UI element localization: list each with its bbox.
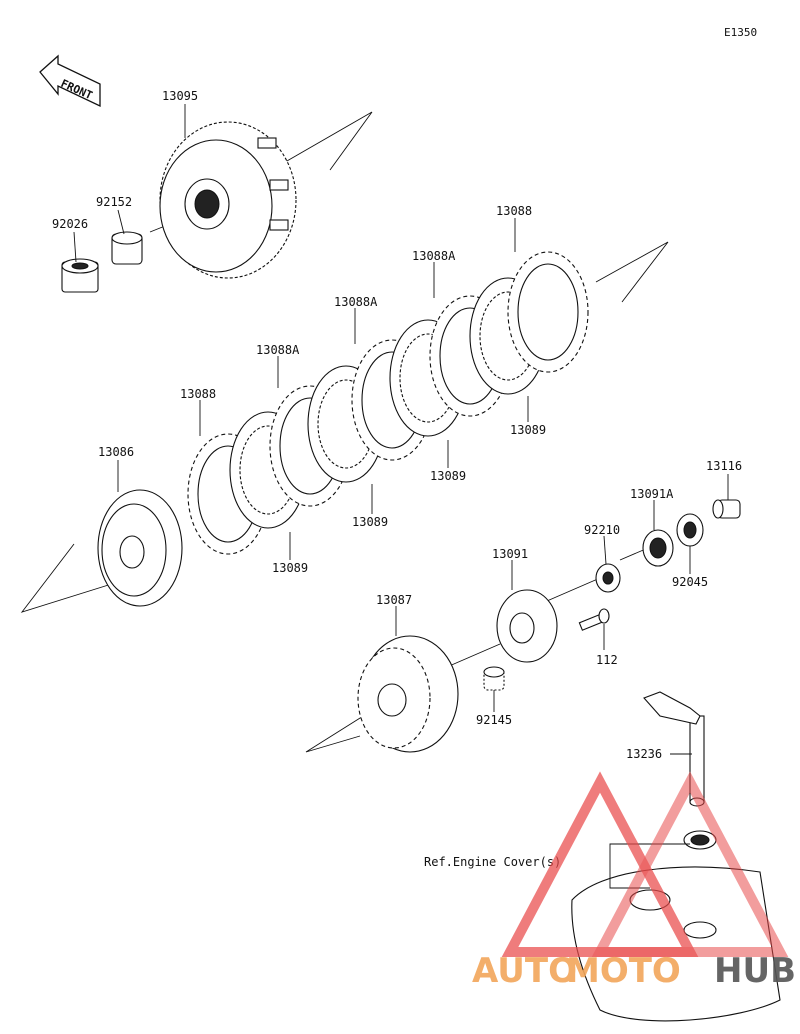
part-label-112: 112 — [596, 653, 618, 667]
part-label-13088a-3: 13088A — [256, 343, 300, 357]
diagram-code: E1350 — [724, 26, 757, 39]
part-label-13089-2: 13089 — [430, 469, 466, 483]
clutch-housing-13095 — [159, 121, 297, 279]
bolt-112 — [578, 608, 610, 631]
clutch-plate-stack — [187, 251, 589, 555]
bearing-92045 — [676, 513, 704, 547]
watermark-hub: HUB — [714, 951, 796, 991]
part-label-13088a-1: 13088A — [412, 249, 456, 263]
front-arrow-icon: FRONT — [39, 54, 101, 108]
part-label-13236: 13236 — [626, 747, 662, 761]
part-label-13087: 13087 — [376, 593, 412, 607]
part-label-13086: 13086 — [98, 445, 134, 459]
spacer-92026 — [61, 258, 99, 293]
part-label-13088a-2: 13088A — [334, 295, 378, 309]
part-label-13088-top: 13088 — [496, 204, 532, 218]
nut-92210 — [595, 563, 621, 593]
part-label-13089-4: 13089 — [272, 561, 308, 575]
oil-seal — [683, 830, 717, 850]
watermark-auto: AUTO — [472, 951, 577, 991]
sleeve-92152 — [111, 231, 143, 265]
part-label-13095: 13095 — [162, 89, 198, 103]
part-label-92210: 92210 — [584, 523, 620, 537]
part-labels: 13095 92152 92026 13088 13088A 13088A 13… — [52, 89, 742, 869]
pressure-plate-13086 — [97, 489, 183, 607]
part-label-13088-left: 13088 — [180, 387, 216, 401]
clutch-hub-13087 — [357, 635, 459, 753]
part-label-13116: 13116 — [706, 459, 742, 473]
part-label-13091a: 13091A — [630, 487, 674, 501]
part-label-92145: 92145 — [476, 713, 512, 727]
part-label-13089-1: 13089 — [510, 423, 546, 437]
watermark-moto: MOTO — [566, 951, 681, 991]
ref-engine-cover-label: Ref.Engine Cover(s) — [424, 855, 561, 869]
leader-lines — [73, 104, 729, 889]
lifter-plate-13091 — [496, 589, 558, 663]
part-label-92045: 92045 — [672, 575, 708, 589]
part-label-92152: 92152 — [96, 195, 132, 209]
part-label-92026: 92026 — [52, 217, 88, 231]
spring-92145 — [483, 666, 505, 691]
pusher-13116 — [712, 499, 741, 519]
part-label-13091: 13091 — [492, 547, 528, 561]
part-label-13089-3: 13089 — [352, 515, 388, 529]
plate-13091A — [642, 529, 674, 567]
watermark-logo: AUTO MOTO HUB — [472, 771, 796, 991]
